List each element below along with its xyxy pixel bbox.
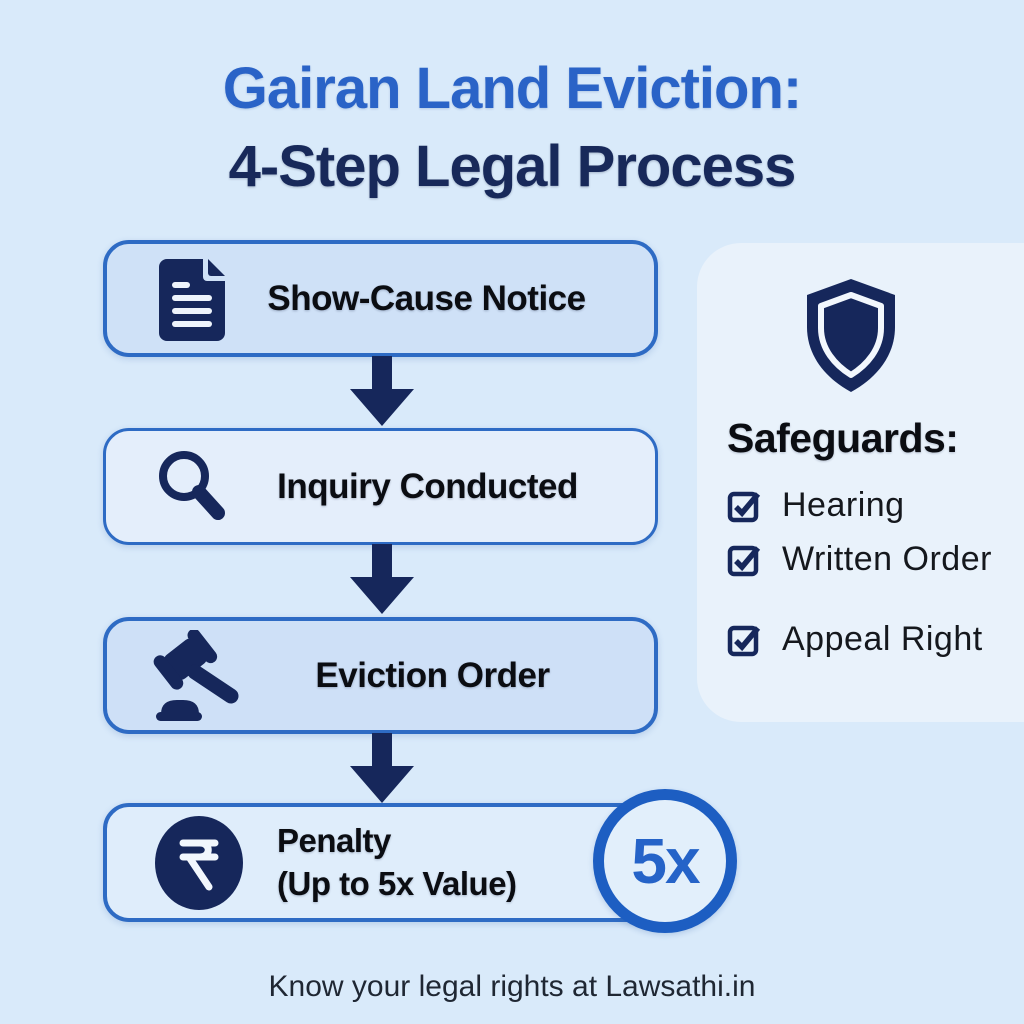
- document-icon: [153, 255, 233, 343]
- checkbox-checked-icon: [725, 539, 765, 579]
- safeguard-label: Written Order: [782, 539, 992, 578]
- safeguards-panel: Safeguards: Hearing Written Order Appeal…: [697, 243, 1024, 722]
- checkbox-checked-icon: [725, 485, 765, 525]
- footer-text: Know your legal rights at Lawsathi.in: [268, 970, 756, 1003]
- safeguard-label: Hearing: [782, 485, 905, 524]
- penalty-line2: (Up to 5x Value): [277, 864, 517, 902]
- safeguard-item-hearing: Hearing: [725, 485, 905, 525]
- page-title-line1: Gairan Land Eviction:: [222, 56, 802, 121]
- down-arrow-icon: [350, 544, 414, 614]
- penalty-5x-badge-text: 5x: [631, 825, 700, 897]
- step-label: Show-Cause Notice: [267, 278, 586, 318]
- gavel-icon: [153, 629, 245, 722]
- step-label: Eviction Order: [315, 655, 550, 695]
- down-arrow-icon: [350, 356, 414, 426]
- magnifier-icon: [152, 446, 234, 528]
- step-label: Inquiry Conducted: [277, 466, 578, 506]
- step-box-eviction-order: Eviction Order: [103, 617, 658, 734]
- checkbox-checked-icon: [725, 619, 765, 659]
- step-box-penalty: Penalty (Up to 5x Value): [103, 803, 658, 922]
- safeguards-heading: Safeguards:: [727, 415, 959, 461]
- page-title-line2: 4-Step Legal Process: [228, 133, 797, 199]
- down-arrow-icon: [350, 733, 414, 803]
- step-label-penalty: Penalty (Up to 5x Value): [277, 820, 517, 904]
- penalty-5x-badge: 5x: [593, 789, 737, 933]
- page-title: Gairan Land Eviction: 4-Step Legal Proce…: [0, 50, 1024, 205]
- penalty-line1: Penalty: [277, 822, 391, 860]
- step-box-inquiry-conducted: Inquiry Conducted: [103, 428, 658, 545]
- safeguard-item-appeal-right: Appeal Right: [725, 619, 983, 659]
- safeguard-item-written-order: Written Order: [725, 539, 992, 579]
- step-box-show-cause-notice: Show-Cause Notice: [103, 240, 658, 357]
- rupee-icon: [153, 815, 245, 911]
- shield-icon: [799, 275, 903, 397]
- safeguard-label: Appeal Right: [782, 619, 983, 658]
